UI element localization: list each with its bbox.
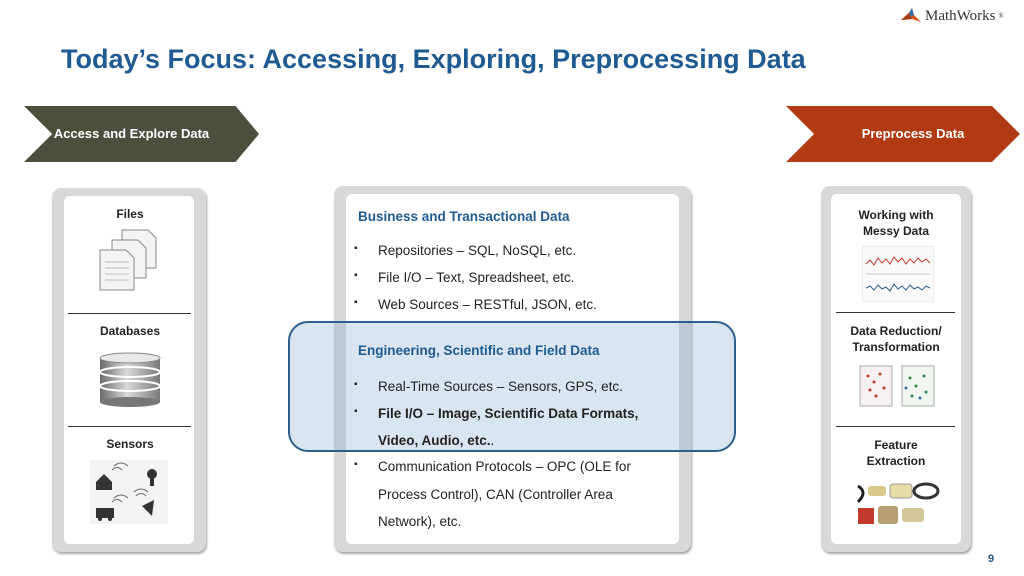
sensors-icon: [90, 460, 168, 524]
files-label: Files: [116, 207, 144, 221]
page-number: 9: [988, 553, 995, 565]
engineering-item-text: File I/O – Image, Scientific Data Format…: [378, 406, 639, 421]
messy-data-plot-icon: [862, 246, 934, 302]
business-item-text: Web Sources – RESTful, JSON, etc.: [378, 297, 597, 312]
engineering-item-bold-text: Video, Audio, etc.: [378, 433, 491, 448]
bullet: ▪: [354, 406, 358, 417]
files-icon: [99, 229, 157, 291]
access-explore-arrow: Access and Explore Data: [24, 106, 259, 162]
bullet: ▪: [354, 270, 358, 281]
business-item-text: File I/O – Text, Spreadsheet, etc.: [378, 270, 575, 285]
registered-mark: ®: [998, 12, 1004, 20]
data-reduction-icon: [859, 365, 935, 407]
bullet: ▪: [354, 379, 358, 390]
bullet: ▪: [354, 297, 358, 308]
bullet: ▪: [354, 243, 358, 254]
middle-panel: [334, 186, 691, 552]
messy-data-label: Working with Messy Data: [858, 208, 934, 238]
data-reduction-label: Data Reduction/ Transformation: [850, 324, 942, 354]
databases-label: Databases: [99, 324, 161, 338]
engineering-item-tail: .: [490, 433, 495, 448]
engineering-item-text: Real-Time Sources – Sensors, GPS, etc.: [378, 379, 623, 394]
feature-extraction-icon: [856, 482, 940, 524]
left-divider-1: [68, 313, 191, 314]
engineering-item-continued: Network), etc.: [378, 514, 462, 529]
engineering-item-continued: Video, Audio, etc..: [378, 433, 494, 448]
page-title: Today’s Focus: Accessing, Exploring, Pre…: [61, 44, 806, 74]
engineering-item-text: Communication Protocols – OPC (OLE for: [378, 459, 631, 474]
focus-highlight: [288, 321, 736, 452]
engineering-heading: Engineering, Scientific and Field Data: [358, 343, 600, 358]
sensors-label: Sensors: [106, 437, 154, 451]
right-divider-2: [836, 426, 955, 427]
feature-extraction-label: Feature Extraction: [866, 438, 926, 468]
engineering-item-continued: Process Control), CAN (Controller Area: [378, 487, 613, 502]
business-heading: Business and Transactional Data: [358, 209, 570, 224]
logo-text: MathWorks: [925, 7, 996, 24]
database-icon: [99, 352, 161, 407]
right-divider-1: [836, 312, 955, 313]
business-item-text: Repositories – SQL, NoSQL, etc.: [378, 243, 577, 258]
preprocess-arrow: Preprocess Data: [786, 106, 1020, 162]
bullet: ▪: [354, 459, 358, 470]
membrane-logo-icon: [901, 8, 921, 22]
left-divider-2: [68, 426, 191, 427]
mathworks-logo: MathWorks ®: [900, 6, 1004, 26]
middle-panel-inner: [346, 194, 679, 544]
